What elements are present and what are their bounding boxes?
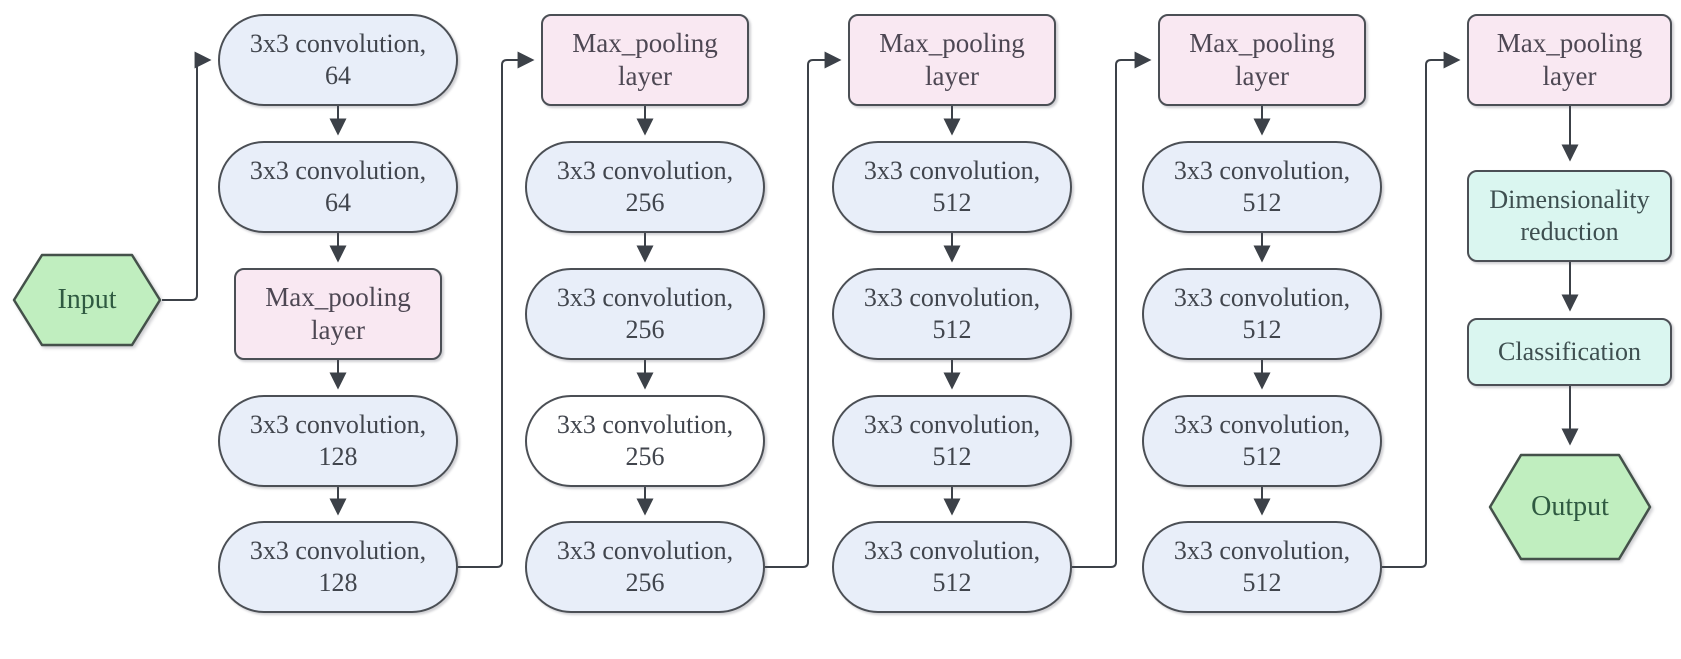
node-b2-conv256-2: 3x3 convolution, 256 [525, 268, 765, 360]
node-b3-conv512-1: 3x3 convolution, 512 [832, 141, 1072, 233]
node-b4-conv512-3: 3x3 convolution, 512 [1142, 395, 1382, 487]
node-label: 3x3 convolution, 256 [556, 536, 734, 597]
node-label: 3x3 convolution, 512 [863, 536, 1041, 597]
node-label: 3x3 convolution, 128 [249, 410, 427, 471]
node-label: 3x3 convolution, 512 [863, 283, 1041, 344]
node-b1-conv128-1: 3x3 convolution, 128 [218, 395, 458, 487]
edge-b4-to-b5 [1382, 51, 1461, 568]
edge-b1-to-b2 [458, 51, 535, 568]
node-label: 3x3 convolution, 512 [863, 156, 1041, 217]
node-b2-maxpool: Max_pooling layer [541, 14, 749, 106]
node-b3-conv512-4: 3x3 convolution, 512 [832, 521, 1072, 613]
node-b4-conv512-2: 3x3 convolution, 512 [1142, 268, 1382, 360]
node-label: Max_pooling layer [265, 282, 411, 345]
node-dimensionality-reduction: Dimensionality reduction [1467, 170, 1672, 262]
node-classification: Classification [1467, 318, 1672, 386]
node-label: 3x3 convolution, 128 [249, 536, 427, 597]
node-label: 3x3 convolution, 256 [556, 283, 734, 344]
node-label: Max_pooling layer [1189, 28, 1335, 91]
output-label: Output [1531, 491, 1609, 522]
hexagon-shape [12, 253, 162, 347]
node-label: 3x3 convolution, 512 [1173, 156, 1351, 217]
node-b2-conv256-1: 3x3 convolution, 256 [525, 141, 765, 233]
input-node: Input [12, 252, 162, 348]
node-label: 3x3 convolution, 64 [249, 156, 427, 217]
node-label: 3x3 convolution, 256 [556, 410, 734, 471]
edge-input-to-b1 [162, 51, 212, 301]
node-b1-maxpool: Max_pooling layer [234, 268, 442, 360]
node-b1-conv128-2: 3x3 convolution, 128 [218, 521, 458, 613]
edge-b2-to-b3 [765, 51, 842, 568]
edge-b3-to-b4 [1072, 51, 1152, 568]
output-node: Output [1488, 452, 1652, 562]
node-label: 3x3 convolution, 512 [1173, 536, 1351, 597]
node-b4-conv512-4: 3x3 convolution, 512 [1142, 521, 1382, 613]
node-b4-maxpool: Max_pooling layer [1158, 14, 1366, 106]
node-label: Max_pooling layer [1496, 28, 1643, 91]
node-b3-conv512-3: 3x3 convolution, 512 [832, 395, 1072, 487]
node-label: 3x3 convolution, 256 [556, 156, 734, 217]
node-b4-conv512-1: 3x3 convolution, 512 [1142, 141, 1382, 233]
node-label: Dimensionality reduction [1489, 185, 1650, 246]
node-b2-conv256-3: 3x3 convolution, 256 [525, 395, 765, 487]
node-b3-conv512-2: 3x3 convolution, 512 [832, 268, 1072, 360]
input-label: Input [57, 284, 117, 315]
node-label: Max_pooling layer [572, 28, 718, 91]
node-label: 3x3 convolution, 512 [1173, 283, 1351, 344]
node-b2-conv256-4: 3x3 convolution, 256 [525, 521, 765, 613]
node-b3-maxpool: Max_pooling layer [848, 14, 1056, 106]
node-label: Classification [1498, 337, 1641, 367]
node-label: Max_pooling layer [879, 28, 1025, 91]
node-label: 3x3 convolution, 512 [1173, 410, 1351, 471]
node-b5-maxpool: Max_pooling layer [1467, 14, 1672, 106]
node-b1-conv64-2: 3x3 convolution, 64 [218, 141, 458, 233]
hexagon-shape [1488, 453, 1652, 561]
node-label: 3x3 convolution, 64 [249, 29, 427, 90]
node-b1-conv64-1: 3x3 convolution, 64 [218, 14, 458, 106]
node-label: 3x3 convolution, 512 [863, 410, 1041, 471]
